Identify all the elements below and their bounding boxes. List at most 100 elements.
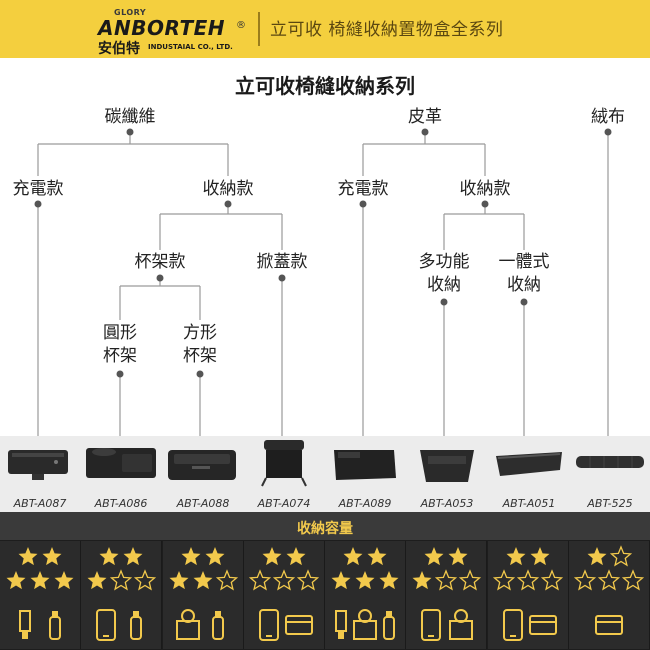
node-cup-holder: 杯架款 [134,252,186,272]
phone-icon [421,609,442,641]
product-image-a087 [8,450,68,480]
star-empty-icon [573,569,596,591]
star-empty-icon [621,569,644,591]
node-leather: 皮革 [408,107,442,127]
logo-main-text: ANBORTEH [98,16,226,40]
star-filled-icon [30,571,50,590]
storage-icons [175,609,224,640]
product-image-525 [576,456,644,468]
star-filled-icon [99,547,119,566]
star-empty-icon [272,569,295,591]
star-filled-icon [587,547,607,566]
star-filled-icon [367,547,387,566]
phone-icon [258,609,279,641]
star-filled-icon [343,547,363,566]
page-title: 立可收椅縫收納系列 [235,74,415,98]
star-empty-icon [296,569,319,591]
capacity-cell [0,541,81,649]
capacity-cell [568,541,650,649]
star-rating [412,547,482,591]
star-rating [248,547,319,591]
star-filled-icon [286,547,306,566]
product-card[interactable]: ABT-A089 [324,436,406,512]
product-image-a086 [86,448,156,478]
capacity-cell [162,541,244,649]
node-multi-line2: 收納 [427,275,461,295]
node-square-line1: 方形 [183,323,217,343]
capacity-cell [406,541,488,649]
logo-company-text: INDUSTAIAL CO., LTD. [148,43,233,51]
node-velvet: 絨布 [591,107,625,127]
bottle-icon [49,611,61,640]
product-code: ABT-A087 [13,497,67,510]
star-filled-icon [331,571,351,590]
product-code: ABT-525 [587,497,633,510]
product-card[interactable]: ABT-A088 [162,436,244,512]
product-card[interactable]: ABT-A074 [244,436,324,512]
star-filled-icon [123,547,143,566]
product-code: ABT-A074 [257,497,311,510]
product-card[interactable]: ABT-A086 [80,436,162,512]
node-round-cup-holder: 圓形 杯架 [85,322,155,368]
storage-icons [502,609,557,641]
node-multifunction-storage: 多功能 收納 [404,251,484,297]
product-strip: ABT-A087 ABT-A086 ABT-A088 ABT-A074 [0,436,650,512]
node-round-line2: 杯架 [103,346,137,366]
star-rating [492,547,563,591]
capacity-cell [487,541,569,649]
coin-box-icon [353,609,377,640]
node-leather-charging: 充電款 [337,179,389,199]
coin-box-icon [449,609,474,640]
capacity-title: 收納容量 [297,521,353,537]
storage-icons [594,615,623,635]
star-filled-icon [169,571,188,590]
product-card[interactable]: ABT-A053 [406,436,488,512]
node-square-line2: 杯架 [183,346,217,366]
node-carbon-storage: 收納款 [202,179,254,199]
star-empty-icon [248,569,271,591]
header-bar: GLORY ANBORTEH ® 安伯特 INDUSTAIAL CO., LTD… [0,0,650,58]
star-filled-icon [18,547,38,566]
star-filled-icon [6,571,26,590]
star-filled-icon [87,571,107,590]
product-card[interactable]: ABT-525 [570,436,650,512]
header-title: 立可收 椅縫收納置物盒全系列 [270,20,504,40]
card-icon [594,615,623,635]
storage-icons [421,609,474,641]
product-image-a089 [334,450,396,480]
star-filled-icon [530,547,549,566]
star-empty-icon [516,569,539,591]
product-card[interactable]: ABT-A051 [488,436,570,512]
card-icon [284,615,313,635]
coin-box-icon [175,609,200,640]
usb-icon [335,610,347,639]
capacity-rating-panel: 收納容量 [0,512,650,650]
logo-glory-text: GLORY [114,8,147,17]
capacity-header: 收納容量 [0,512,650,540]
node-flip-lid: 掀蓋款 [256,252,308,272]
card-icon [528,615,557,635]
node-oneb-line1: 一體式 [498,252,550,272]
star-empty-icon [597,569,620,591]
node-multi-line1: 多功能 [418,252,470,272]
usb-icon [19,610,31,639]
star-filled-icon [54,571,74,590]
star-filled-icon [379,571,399,590]
star-empty-icon [609,545,632,567]
star-rating [87,547,157,591]
bottle-icon [130,611,143,640]
star-filled-icon [355,571,375,590]
star-empty-icon [492,569,515,591]
product-code: ABT-A089 [338,497,392,510]
capacity-cell [81,541,163,649]
registered-mark: ® [236,20,246,31]
node-one-piece-storage: 一體式 收納 [484,251,564,297]
star-filled-icon [181,547,200,566]
star-rating [573,545,644,591]
product-image-a051 [496,452,562,476]
bottle-icon [383,611,395,640]
star-filled-icon [262,547,282,566]
node-oneb-line2: 收納 [507,275,541,295]
product-card[interactable]: ABT-A087 [0,436,80,512]
node-carbon-charging: 充電款 [12,179,64,199]
